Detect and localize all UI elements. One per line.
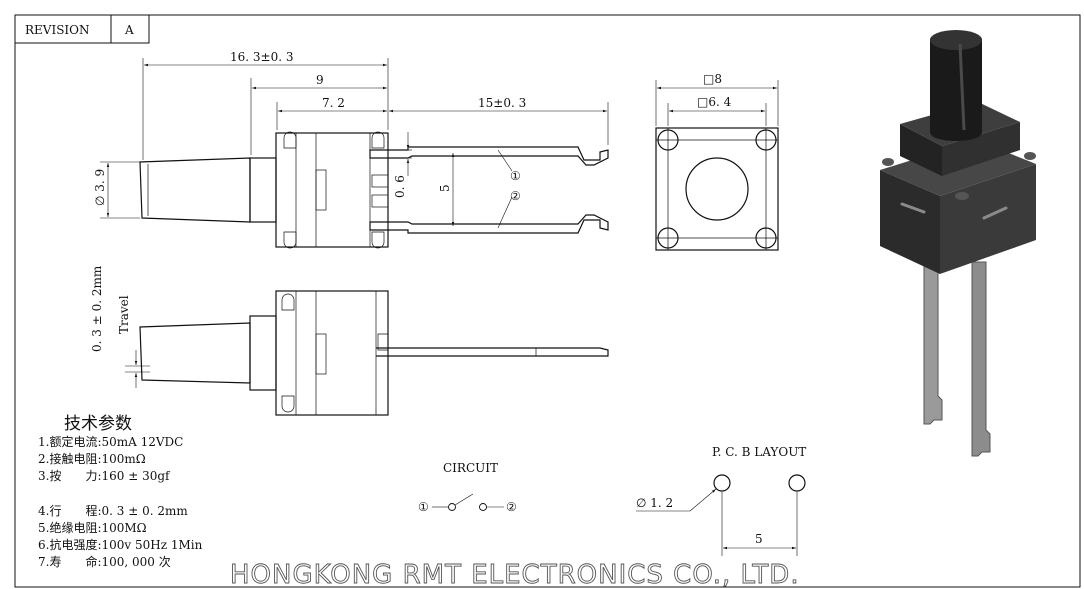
dim-body-9: 9 — [316, 73, 324, 87]
spec-line-3: 3.按 力:160 ± 30gf — [38, 469, 171, 483]
render-pin-left — [923, 261, 943, 425]
dim-square-8: □8 — [703, 72, 722, 86]
dim-plunger-dia: ∅ 3. 9 — [93, 169, 107, 206]
spec-line-2: 2.接触电阻:100mΩ — [38, 451, 146, 466]
side-lead — [376, 347, 609, 357]
spec-line-1: 1.额定电流:50mA 12VDC — [38, 434, 183, 449]
pin-2-marker: ② — [510, 189, 521, 203]
plunger-outline — [139, 157, 251, 223]
dim-travel-value: 0. 3 ± 0. 2mm — [90, 265, 104, 352]
spec-line-5: 5.绝缘电阻:100MΩ — [38, 520, 147, 535]
dim-pin-pitch: 5 — [438, 184, 452, 192]
circuit-pin-1: ① — [418, 500, 429, 514]
circuit-diagram: CIRCUIT ① ② — [418, 461, 517, 514]
circuit-label: CIRCUIT — [443, 461, 498, 475]
pin-1-lead — [369, 146, 609, 166]
pcb-hole-dia: ∅ 1. 2 — [636, 496, 673, 510]
pcb-layout: P. C. B LAYOUT ∅ 1. 2 5 — [636, 445, 806, 556]
product-render — [880, 30, 1036, 457]
render-body-right — [940, 164, 1036, 274]
dim-body-7-2: 7. 2 — [322, 96, 345, 110]
dim-square-6-4: □6. 4 — [697, 95, 732, 109]
pcb-pitch: 5 — [755, 532, 763, 546]
render-plunger — [930, 31, 982, 141]
side-view: 0. 3 ± 0. 2mm Travel — [90, 265, 609, 416]
specs-heading: 技术参数 — [64, 414, 132, 434]
company-watermark: HONGKONG RMT ELECTRONICS CO., LTD. — [230, 560, 800, 589]
square-body — [655, 127, 779, 251]
dim-pin-length: 15±0. 3 — [478, 96, 526, 110]
specs-block: 技术参数 1.额定电流:50mA 12VDC 2.接触电阻:100mΩ 3.按 … — [38, 414, 203, 569]
dim-pin-thickness: 0. 6 — [393, 175, 407, 198]
pcb-hole-2 — [788, 474, 806, 492]
render-body-left — [880, 170, 940, 274]
spec-line-4: 4.行 程:0. 3 ± 0. 2mm — [38, 503, 188, 518]
pin-2-lead — [369, 214, 609, 234]
front-view: □8 □6. 4 — [655, 72, 779, 251]
revision-label: REVISION — [25, 23, 90, 37]
revision-block: REVISION A — [14, 14, 150, 44]
actuator-circle — [685, 157, 749, 221]
top-view: ① ② 16. 3±0. 3 9 7. 2 15±0. 3 ∅ 3. 9 0. … — [93, 50, 609, 249]
dim-travel-label: Travel — [117, 295, 131, 334]
pin-1-marker: ① — [510, 169, 521, 183]
spec-line-7: 7.寿 命:100, 000 次 — [38, 554, 171, 569]
pcb-label: P. C. B LAYOUT — [712, 445, 806, 459]
dim-overall-length: 16. 3±0. 3 — [230, 50, 294, 64]
render-pin-right — [971, 261, 991, 457]
drawing-border — [14, 14, 1081, 588]
circuit-pin-2: ② — [506, 500, 517, 514]
pcb-hole-1 — [713, 474, 731, 492]
spec-line-6: 6.抗电强度:100v 50Hz 1Min — [38, 537, 203, 552]
revision-value: A — [124, 23, 134, 37]
